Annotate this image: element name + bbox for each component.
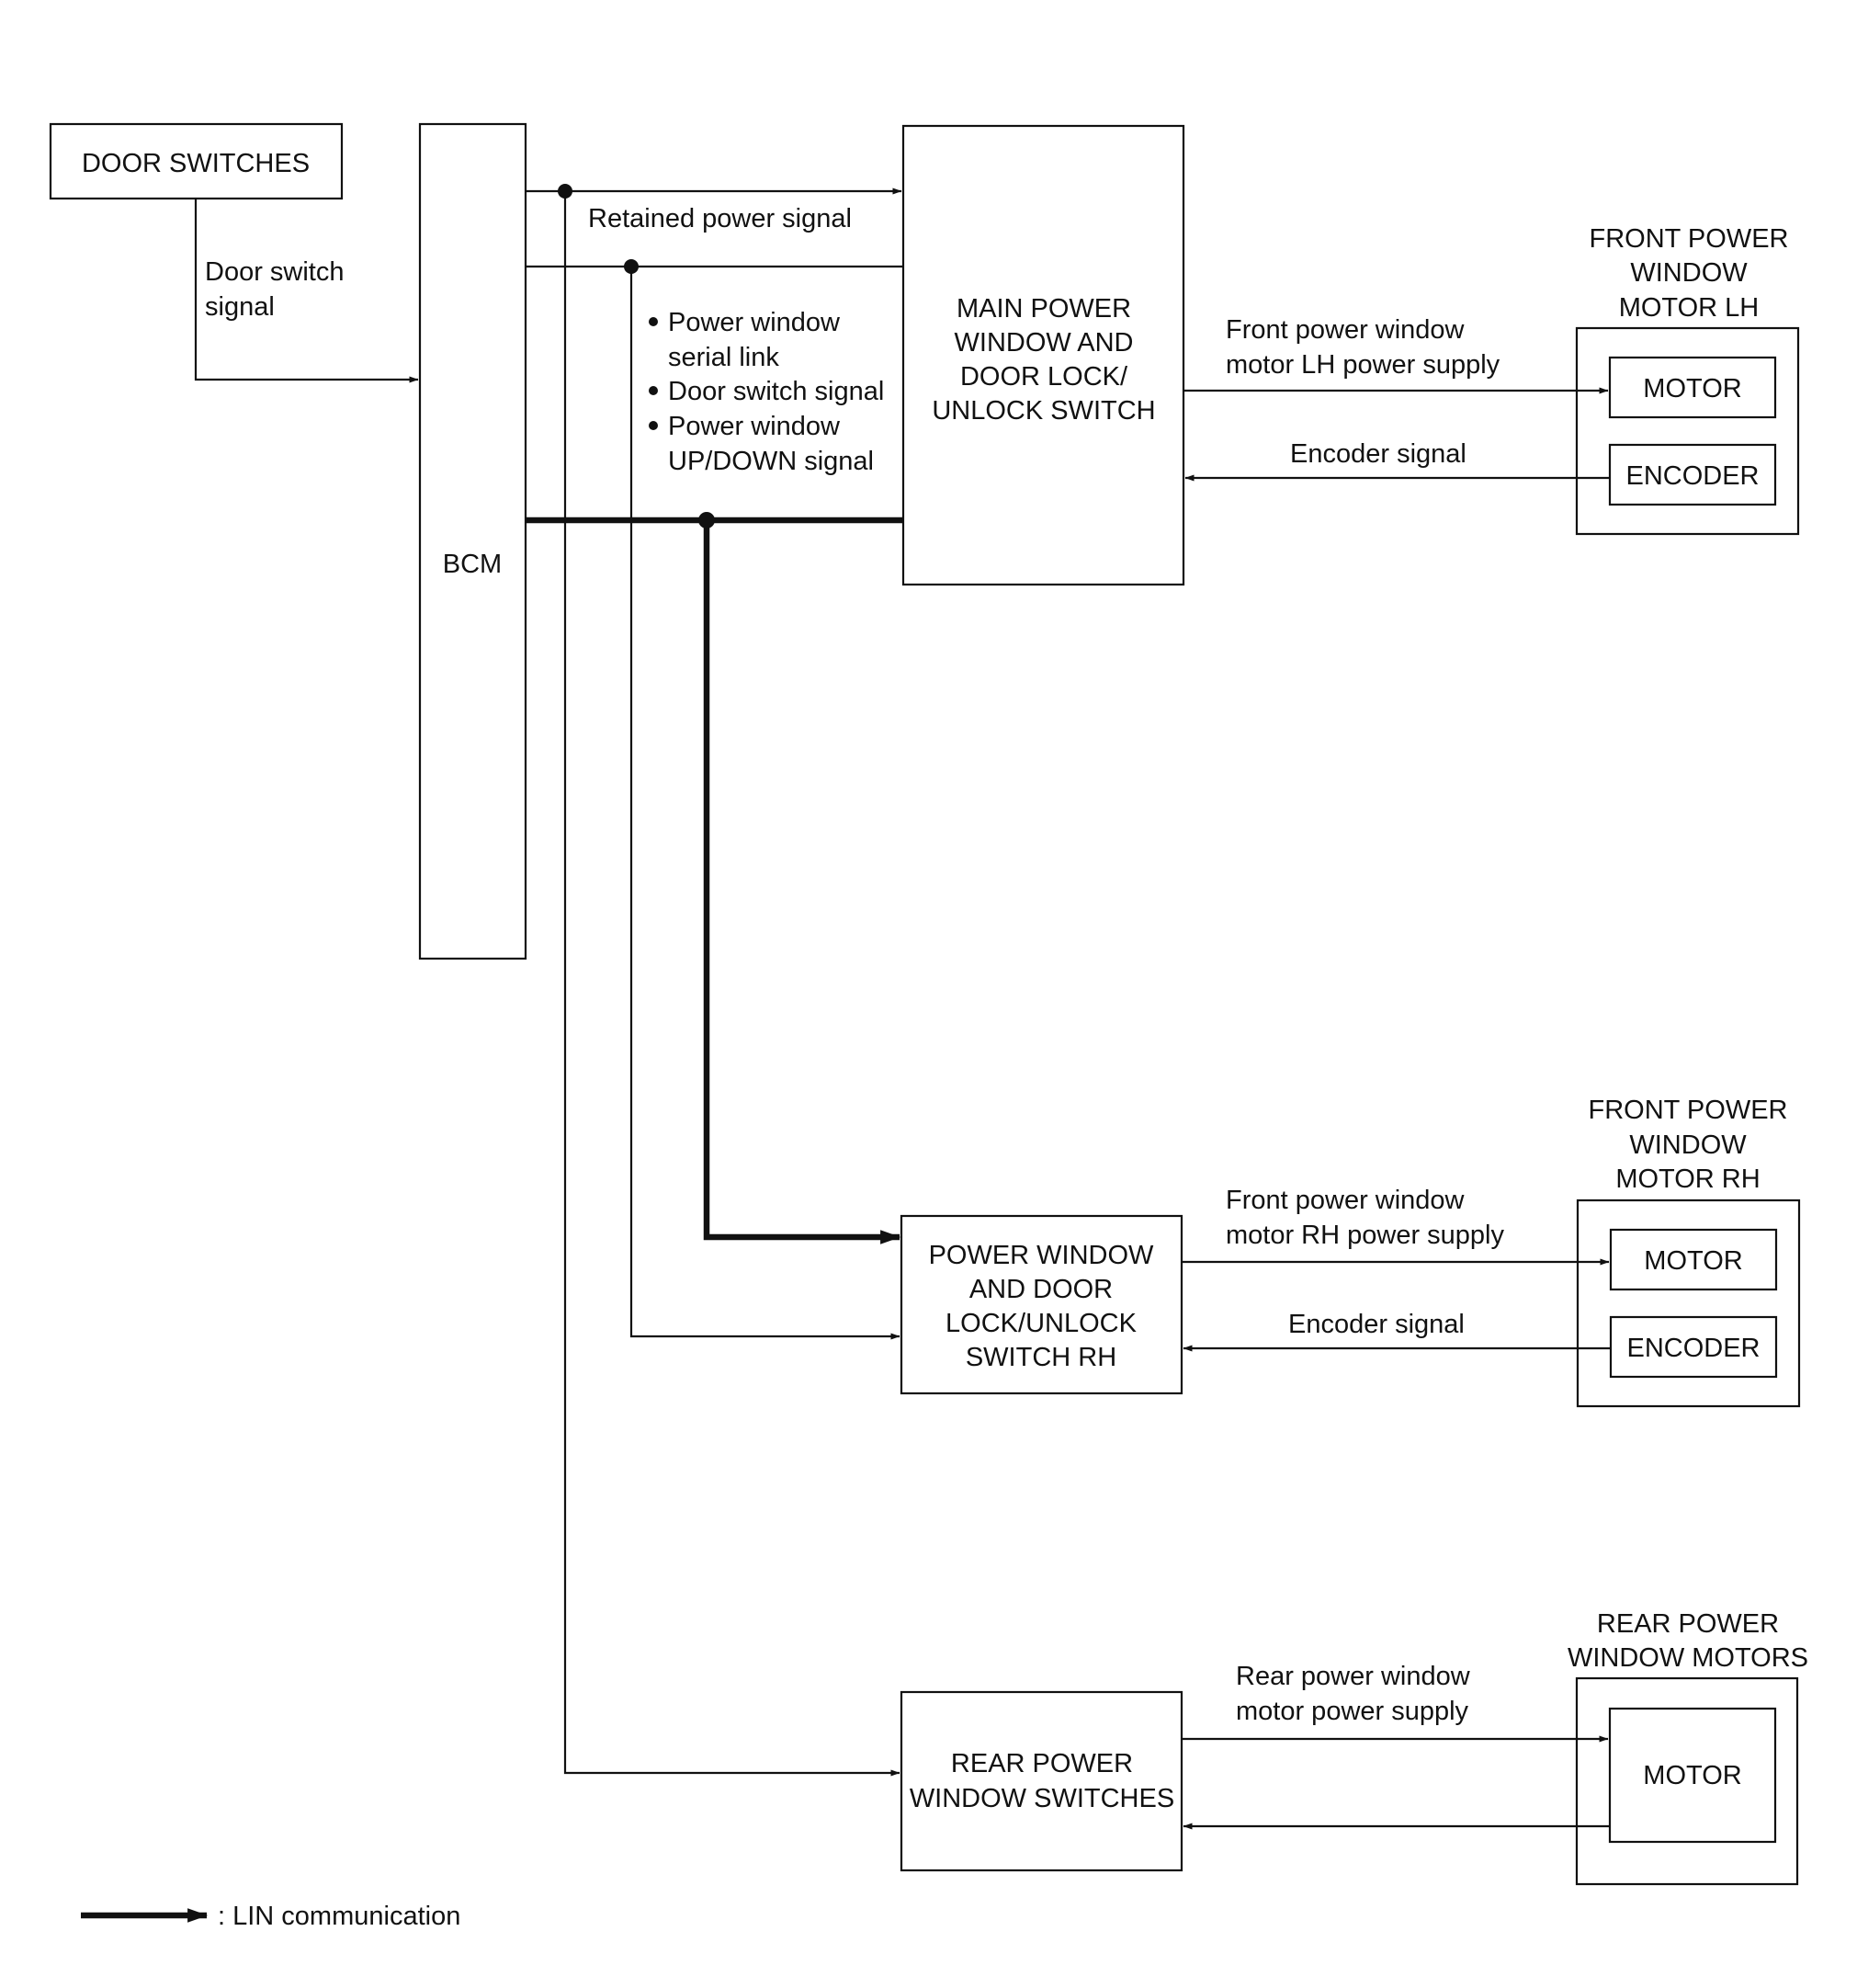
- rear-switches-label-line-2: WINDOW SWITCHES: [910, 1784, 1174, 1813]
- retained-power-to-rear-switches-wire: [563, 191, 900, 1777]
- rh-switch-label-line-1: POWER WINDOW: [929, 1241, 1154, 1270]
- door-switches-label: DOOR SWITCHES: [82, 149, 310, 178]
- front-rh-supply-label-line-2: motor RH power supply: [1226, 1221, 1504, 1250]
- main-switch-label-line-1: MAIN POWER: [957, 294, 1131, 324]
- front-rh-motor-title-line-3: MOTOR RH: [1615, 1164, 1760, 1194]
- lin-to-rh-switch-line: [703, 520, 901, 1244]
- serial-link-junction-dot: [624, 259, 639, 274]
- front-rh-motor-label: MOTOR: [1644, 1246, 1742, 1276]
- front-rh-encoder-label: ENCODER: [1626, 1334, 1760, 1363]
- front-lh-motor-title-line-3: MOTOR LH: [1619, 293, 1760, 323]
- bullet-text-1b: serial link: [668, 343, 779, 372]
- bullet-text-1a: Power window: [668, 308, 841, 337]
- front-lh-encoder-label: ENCODER: [1625, 461, 1759, 491]
- rear-motors-title-line-2: WINDOW MOTORS: [1568, 1643, 1808, 1673]
- front-power-window-motor-lh: FRONT POWER WINDOW MOTOR LH MOTOR ENCODE…: [1575, 224, 1800, 536]
- front-lh-supply-label-line-1: Front power window: [1226, 315, 1466, 345]
- rear-supply-label-line-1: Rear power window: [1236, 1662, 1471, 1691]
- front-rh-encoder-signal-label: Encoder signal: [1288, 1310, 1465, 1339]
- rh-switch-label-line-3: LOCK/UNLOCK: [945, 1309, 1138, 1338]
- bullet-text-3a: Power window: [668, 412, 841, 441]
- bcm-block: BCM: [418, 122, 527, 960]
- rear-power-window-switches-block: REAR POWER WINDOW SWITCHES: [900, 1690, 1183, 1872]
- front-rh-supply-label-line-1: Front power window: [1226, 1186, 1466, 1215]
- serial-link-to-rh-switch-wire: [629, 267, 900, 1340]
- retained-power-junction-dot: [558, 184, 572, 199]
- retained-power-signal-label: Retained power signal: [588, 204, 852, 233]
- door-switch-signal-wire: [194, 199, 419, 383]
- front-power-window-motor-rh: FRONT POWER WINDOW MOTOR RH MOTOR ENCODE…: [1576, 1096, 1801, 1408]
- door-switch-signal-label-line-1: Door switch: [205, 257, 345, 287]
- main-switch-label-line-2: WINDOW AND: [955, 328, 1134, 358]
- legend: : LIN communication: [81, 1902, 460, 1931]
- door-switches-block: DOOR SWITCHES: [49, 122, 344, 200]
- bullet-text-2: Door switch signal: [668, 377, 884, 406]
- main-switch-label-line-3: DOOR LOCK/: [960, 362, 1128, 392]
- bullet-3: [649, 421, 658, 430]
- lin-junction-dot: [698, 512, 715, 528]
- bcm-label: BCM: [443, 550, 502, 579]
- front-rh-motor-title-line-1: FRONT POWER: [1589, 1096, 1788, 1125]
- rear-motor-label: MOTOR: [1643, 1761, 1741, 1790]
- door-switch-signal-label-line-2: signal: [205, 292, 275, 322]
- legend-lin-label: : LIN communication: [218, 1902, 460, 1931]
- front-lh-motor-label: MOTOR: [1643, 374, 1741, 403]
- rear-switches-label-line-1: REAR POWER: [951, 1749, 1133, 1778]
- bullet-text-3b: UP/DOWN signal: [668, 447, 874, 476]
- bcm-signal-bullet-list: Power window serial link Door switch sig…: [649, 308, 884, 476]
- front-lh-encoder-signal-label: Encoder signal: [1290, 439, 1466, 469]
- rear-motors-title-line-1: REAR POWER: [1597, 1609, 1779, 1639]
- rh-switch-label-line-2: AND DOOR: [969, 1275, 1113, 1304]
- bullet-2: [649, 386, 658, 395]
- main-switch-label-line-4: UNLOCK SWITCH: [932, 396, 1155, 426]
- front-lh-supply-label-line-2: motor LH power supply: [1226, 350, 1500, 380]
- rear-supply-label-line-2: motor power supply: [1236, 1697, 1469, 1726]
- power-window-switch-rh-block: POWER WINDOW AND DOOR LOCK/UNLOCK SWITCH…: [900, 1214, 1183, 1395]
- rear-power-window-motors: REAR POWER WINDOW MOTORS MOTOR: [1568, 1609, 1808, 1886]
- main-power-window-switch-block: MAIN POWER WINDOW AND DOOR LOCK/ UNLOCK …: [901, 124, 1185, 586]
- rh-switch-label-line-4: SWITCH RH: [966, 1343, 1116, 1372]
- bullet-1: [649, 317, 658, 326]
- front-lh-motor-title-line-2: WINDOW: [1630, 258, 1748, 288]
- front-rh-motor-title-line-2: WINDOW: [1629, 1130, 1747, 1160]
- front-lh-motor-title-line-1: FRONT POWER: [1590, 224, 1789, 254]
